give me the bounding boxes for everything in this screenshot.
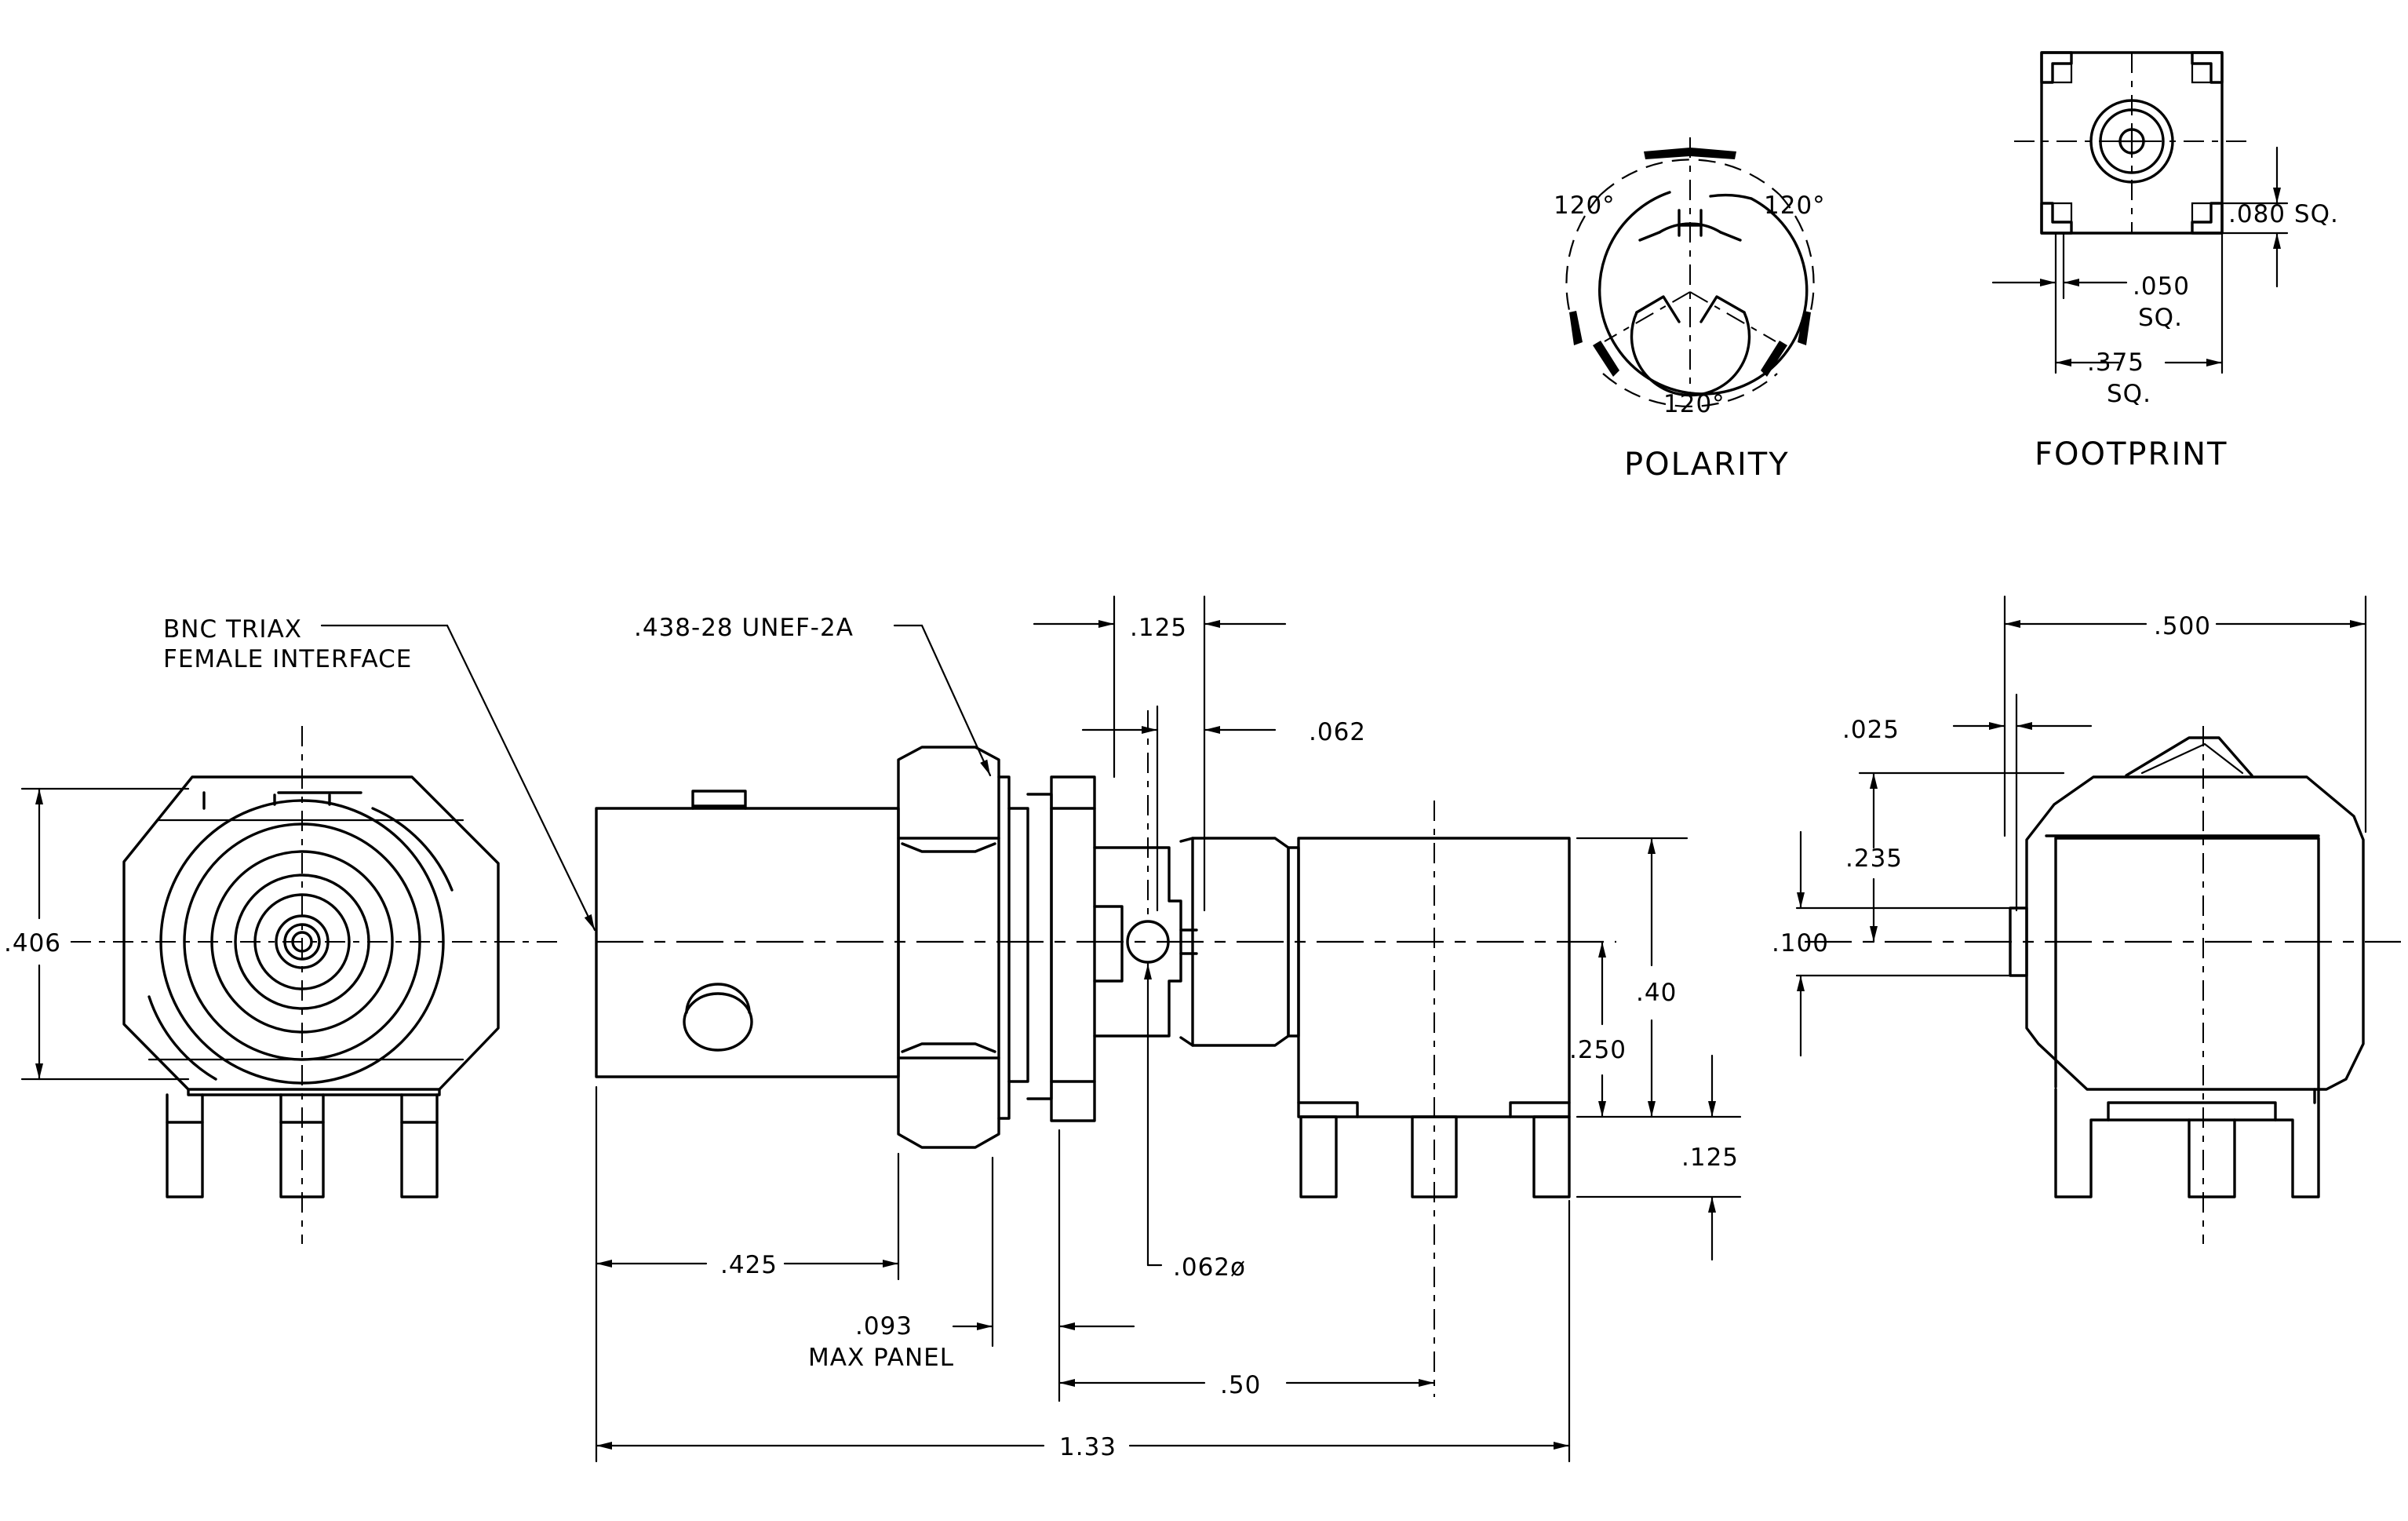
footprint-hole-size: .050 [2133, 272, 2190, 301]
polarity-title: POLARITY [1624, 447, 1790, 483]
rear-center-dim: .100 [1772, 929, 1829, 957]
rear-width-dim: .500 [2154, 612, 2211, 640]
front-view: .406 [4, 726, 565, 1244]
footprint-pads [2040, 51, 2224, 235]
polarity-angle-bottom: 120° [1663, 390, 1725, 418]
footprint-view: .080 SQ. .050 SQ. .375 SQ. FOOTPRINT [1991, 51, 2339, 472]
polarity-angle-right: 120° [1764, 191, 1826, 220]
side-view: .125 .062 .40 .250 .125 .062ø .425 .093 … [163, 595, 1742, 1463]
flange-gap-dim: .062 [1309, 718, 1366, 746]
polarity-view: 120° 120° 120° POLARITY [1554, 137, 1826, 483]
footprint-hole-suffix: SQ. [2138, 304, 2183, 332]
interface-callout-line1: BNC TRIAX [163, 615, 302, 644]
footprint-title: FOOTPRINT [2035, 436, 2228, 472]
footprint-pitch-suffix: SQ. [2107, 380, 2151, 408]
footprint-pitch: .375 [2087, 348, 2144, 377]
pin-diameter-callout: .062ø [1173, 1253, 1246, 1282]
body-height-dim: .40 [1636, 979, 1677, 1007]
pin-length-dim: .125 [1681, 1143, 1739, 1172]
panel-thickness-label: MAX PANEL [808, 1344, 954, 1372]
polarity-angle-left: 120° [1554, 191, 1616, 220]
interface-callout-line2: FEMALE INTERFACE [163, 645, 412, 673]
centerline-height-dim: .250 [1569, 1036, 1627, 1064]
rear-top-dim: .235 [1845, 844, 1903, 873]
overall-length-dim: 1.33 [1059, 1433, 1117, 1461]
front-height-dim: .406 [4, 929, 61, 957]
nose-length-dim: .425 [720, 1251, 778, 1279]
thread-callout: .438-28 UNEF-2A [634, 614, 854, 642]
panel-thickness-value: .093 [855, 1312, 913, 1340]
flange-width-dim: .125 [1130, 614, 1187, 642]
footprint-pad-size: .080 SQ. [2228, 200, 2339, 228]
rear-step-dim: .025 [1842, 716, 1900, 744]
rear-view: .500 .025 .235 .100 [1772, 595, 2401, 1244]
pcb-offset-dim: .50 [1220, 1371, 1261, 1399]
